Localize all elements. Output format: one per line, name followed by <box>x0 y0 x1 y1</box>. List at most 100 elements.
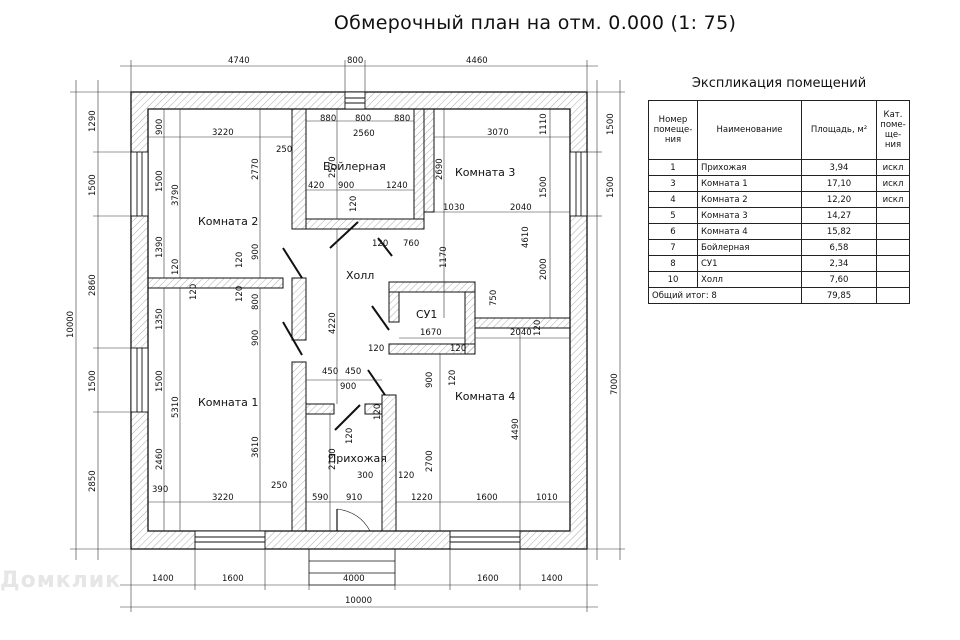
table-cell <box>876 207 910 224</box>
interior-walls <box>147 108 571 532</box>
table-cell <box>876 271 910 288</box>
dimension-label: 2570 <box>328 156 338 178</box>
dimension-label: 900 <box>340 382 356 392</box>
table-cell: искл <box>876 159 910 176</box>
col-name: Наименование <box>697 100 802 160</box>
dim-left-1: 1290 <box>88 110 98 132</box>
dim-top-1: 4740 <box>228 56 250 66</box>
table-cell: 1 <box>648 159 698 176</box>
dim-top-3: 4460 <box>466 56 488 66</box>
dimension-label: 900 <box>155 119 165 135</box>
dimension-label: 4220 <box>328 312 338 334</box>
dimension-label: 2040 <box>510 203 532 213</box>
table-cell: Бойлерная <box>697 239 802 256</box>
dimension-label: 880 <box>394 114 410 124</box>
dimension-label: 1170 <box>439 246 449 268</box>
total-label: Общий итог: 8 <box>648 287 802 304</box>
table-cell: 5 <box>648 207 698 224</box>
dimension-label: 2560 <box>353 129 375 139</box>
dimension-label: 120 <box>368 344 384 354</box>
dimension-label: 120 <box>398 471 414 481</box>
label-room3: Комната 3 <box>455 166 515 179</box>
table-cell: 14,27 <box>801 207 877 224</box>
dimension-label: 1390 <box>155 236 165 258</box>
dim-left-5: 2850 <box>88 470 98 492</box>
dimension-label: 590 <box>312 493 328 503</box>
dimension-label: 450 <box>345 367 361 377</box>
dim-left-4: 1500 <box>88 370 98 392</box>
table-cell: 6 <box>648 223 698 240</box>
dimension-label: 250 <box>271 481 287 491</box>
table-cell <box>876 255 910 272</box>
table-cell: 4 <box>648 191 698 208</box>
table-cell <box>876 239 910 256</box>
dim-bottom-4: 1600 <box>477 574 499 584</box>
dimension-label: 2190 <box>328 448 338 470</box>
dimension-label: 4490 <box>511 418 521 440</box>
explication-header-row: Номер помеще-ния Наименование Площадь, м… <box>648 100 910 160</box>
dimension-label: 120 <box>349 196 359 212</box>
table-cell: 17,10 <box>801 175 877 192</box>
table-cell: искл <box>876 191 910 208</box>
dimension-label: 3070 <box>487 128 509 138</box>
dimension-label: 900 <box>338 181 354 191</box>
table-cell <box>876 223 910 240</box>
interior-dims-vertical: 900 1110 2570 2690 2770 3790 1500 1500 1… <box>155 113 549 472</box>
dimension-label: 1600 <box>476 493 498 503</box>
dimension-label: 2040 <box>510 328 532 338</box>
dimension-label: 2460 <box>155 448 165 470</box>
table-cell: Холл <box>697 271 802 288</box>
table-cell: 15,82 <box>801 223 877 240</box>
dim-right-2: 1500 <box>606 176 616 198</box>
dimension-label: 3220 <box>212 493 234 503</box>
label-room2: Комната 2 <box>198 215 258 228</box>
doors <box>282 221 393 532</box>
dimension-label: 800 <box>251 294 261 310</box>
dimension-label: 120 <box>533 320 543 336</box>
table-cell: 7,60 <box>801 271 877 288</box>
dim-right-3: 7000 <box>610 373 620 395</box>
dimension-label: 4610 <box>521 226 531 248</box>
dim-left-3: 2860 <box>88 274 98 296</box>
table-cell <box>876 287 910 304</box>
dimension-label: 900 <box>251 244 261 260</box>
table-cell: искл <box>876 175 910 192</box>
table-cell: Комната 3 <box>697 207 802 224</box>
explication-total-row: Общий итог: 8 79,85 <box>648 287 910 304</box>
dimension-label: 1500 <box>539 176 549 198</box>
dimension-label: 1500 <box>155 370 165 392</box>
dim-bottom-1: 1400 <box>152 574 174 584</box>
dimension-label: 1010 <box>536 493 558 503</box>
dim-left-total: 10000 <box>66 311 76 338</box>
floor-plan: Комната 2 Бойлерная Комната 3 Холл СУ1 К… <box>66 56 625 612</box>
table-cell: Прихожая <box>697 159 802 176</box>
table-cell: 7 <box>648 239 698 256</box>
dimension-label: 120 <box>235 286 245 302</box>
label-boiler: Бойлерная <box>323 160 386 173</box>
dim-top-2: 800 <box>347 56 363 66</box>
dimension-label: 420 <box>308 181 324 191</box>
dimension-label: 1670 <box>420 328 442 338</box>
table-cell: 2,34 <box>801 255 877 272</box>
dimension-label: 1030 <box>443 203 465 213</box>
dimension-lines <box>70 60 625 612</box>
dimension-label: 760 <box>403 239 419 249</box>
table-cell: Комната 1 <box>697 175 802 192</box>
table-cell: 6,58 <box>801 239 877 256</box>
explication-table: Номер помеще-ния Наименование Площадь, м… <box>648 100 910 304</box>
dimension-label: 1110 <box>539 113 549 135</box>
dimension-label: 300 <box>357 471 373 481</box>
dimension-label: 3220 <box>212 128 234 138</box>
table-cell: 12,20 <box>801 191 877 208</box>
watermark-logo: Домклик <box>0 568 122 593</box>
col-category: Кат. поме-ще-ния <box>876 100 910 160</box>
dimension-label: 910 <box>346 493 362 503</box>
dimension-label: 120 <box>171 259 181 275</box>
